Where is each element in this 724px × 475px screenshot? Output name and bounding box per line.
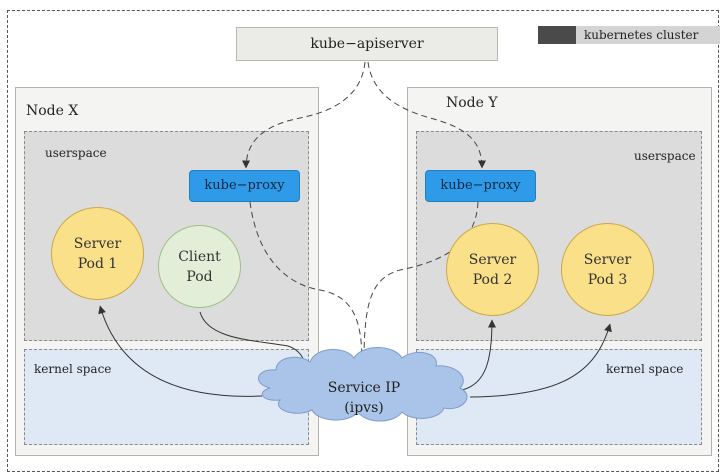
kube-apiserver-box: kube−apiserver: [236, 27, 498, 61]
node-x-kube-proxy-label: kube−proxy: [204, 178, 285, 193]
node-y-kernel-label: kernel space: [606, 362, 684, 376]
server-pod-2-line1: Server: [468, 251, 517, 268]
node-x-title: Node X: [26, 103, 79, 119]
server-pod-3-line2: Pod 3: [587, 271, 628, 288]
server-pod-3: Server Pod 3: [561, 223, 654, 316]
node-x-kernel-label: kernel space: [34, 362, 112, 376]
node-y-title: Node Y: [446, 95, 498, 111]
node-x-kernel-space: [24, 349, 309, 445]
service-to-pod-2: [461, 319, 496, 391]
service-ip-label: Service IP (ipvs): [300, 378, 428, 418]
apiserver-to-proxy-x: [242, 61, 366, 169]
proxy-x-to-service: [249, 201, 366, 363]
node-y-kube-proxy-label: kube−proxy: [440, 178, 521, 193]
service-ip-line1: Service IP: [327, 380, 401, 396]
server-pod-3-line1: Server: [583, 251, 632, 268]
client-pod-line2: Pod: [186, 268, 213, 285]
node-y-userspace-label: userspace: [634, 149, 696, 163]
node-y-kube-proxy: kube−proxy: [425, 170, 536, 202]
service-to-pod-3: [469, 323, 612, 398]
kube-apiserver-label: kube−apiserver: [310, 36, 424, 52]
cluster-boundary: [7, 10, 719, 472]
apiserver-to-proxy-y: [367, 61, 486, 169]
server-pod-2: Server Pod 2: [446, 223, 539, 316]
service-to-pod-1: [98, 305, 263, 397]
node-x-userspace-label: userspace: [45, 146, 107, 160]
server-pod-2-line2: Pod 2: [472, 271, 513, 288]
server-pod-1: Server Pod 1: [51, 207, 144, 300]
node-x-kube-proxy: kube−proxy: [189, 170, 300, 202]
server-pod-1-line2: Pod 1: [77, 255, 118, 272]
server-pod-1-line1: Server: [73, 235, 122, 252]
client-pod: Client Pod: [158, 225, 241, 308]
service-ip-line2: (ipvs): [344, 400, 384, 416]
service-ip-cloud: [258, 347, 468, 422]
cluster-label: kubernetes cluster: [584, 28, 699, 42]
cluster-label-bar-light: [576, 26, 720, 44]
client-pod-line1: Client: [178, 248, 221, 265]
